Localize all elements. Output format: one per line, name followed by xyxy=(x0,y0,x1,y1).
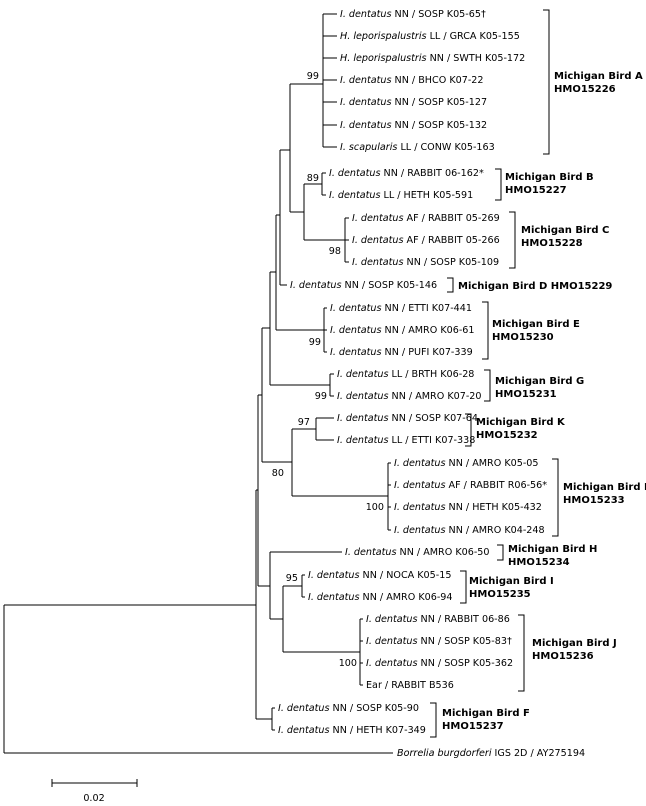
clade-labels: Michigan Bird A HMO15226 Michigan Bird B… xyxy=(442,71,646,732)
bootstrap-value: 80 xyxy=(272,468,284,479)
leaf-label: I. dentatus NN / BHCO K07-22 xyxy=(340,75,483,86)
leaf-label: I. dentatus NN / PUFI K07-339 xyxy=(330,347,473,358)
scale-bar: 0.02 xyxy=(51,779,138,804)
leaf-label: I. dentatus NN / SOSP K05-146 xyxy=(290,280,437,291)
leaf-label: I. dentatus LL / BRTH K06-28 xyxy=(337,369,474,380)
bootstrap-values: 99 89 98 99 99 97 80 100 95 100 xyxy=(272,71,384,669)
clade-bracket xyxy=(497,544,504,561)
bootstrap-value: 100 xyxy=(366,502,384,513)
clade-bracket xyxy=(484,369,491,402)
leaf-label: I. dentatus NN / AMRO K04-248 xyxy=(394,525,545,536)
leaf-label: I. dentatus NN / AMRO K06-94 xyxy=(308,592,453,603)
clade-label-f-accession: HMO15237 xyxy=(442,721,504,732)
leaf-label: I. dentatus NN / SOSP K07-64 xyxy=(337,413,478,424)
leaf-label: I. dentatus NN / SOSP K05-132 xyxy=(340,120,487,131)
clade-label-i: Michigan Bird I xyxy=(469,576,554,587)
clade-label-c-accession: HMO15228 xyxy=(521,238,583,249)
leaf-label: I. dentatus NN / HETH K05-432 xyxy=(394,502,542,513)
clade-label-h-accession: HMO15234 xyxy=(508,557,570,568)
clade-label-l-accession: HMO15233 xyxy=(563,495,625,506)
leaf-label: I. dentatus LL / HETH K05-591 xyxy=(329,190,473,201)
leaf-label: I. dentatus NN / AMRO K06-61 xyxy=(330,325,475,336)
bootstrap-value: 95 xyxy=(286,573,298,584)
clade-label-g: Michigan Bird G xyxy=(495,376,584,387)
bootstrap-value: 98 xyxy=(329,246,341,257)
leaf-label: I. dentatus NN / AMRO K06-50 xyxy=(345,547,490,558)
clade-bracket xyxy=(518,614,525,692)
clade-bracket xyxy=(509,211,516,269)
clade-label-b: Michigan Bird B xyxy=(505,172,594,183)
clade-bracket xyxy=(460,570,467,604)
bootstrap-value: 99 xyxy=(315,391,327,402)
leaf-label: I. dentatus NN / SOSP K05-109 xyxy=(352,257,499,268)
leaf-label: I. dentatus AF / RABBIT 05-269 xyxy=(352,213,500,224)
clade-label-j-accession: HMO15236 xyxy=(532,651,594,662)
clade-label-k-accession: HMO15232 xyxy=(476,430,538,441)
leaf-label: I. dentatus NN / ETTI K07-441 xyxy=(330,303,472,314)
clade-bracket xyxy=(447,277,454,293)
clade-label-j: Michigan Bird J xyxy=(532,638,617,649)
clade-label-e-accession: HMO15230 xyxy=(492,332,554,343)
leaf-label: H. leporispalustris NN / SWTH K05-172 xyxy=(340,53,525,64)
clade-bracket xyxy=(495,168,502,201)
bootstrap-value: 100 xyxy=(339,658,357,669)
clade-label-c: Michigan Bird C xyxy=(521,225,609,236)
leaf-label: I. dentatus NN / RABBIT 06-86 xyxy=(366,614,510,625)
tree-branches xyxy=(3,13,393,754)
leaf-label: I. dentatus LL / ETTI K07-338 xyxy=(337,435,475,446)
clade-label-e: Michigan Bird E xyxy=(492,319,580,330)
bootstrap-value: 97 xyxy=(298,417,310,428)
leaf-label: I. dentatus NN / AMRO K05-05 xyxy=(394,458,539,469)
clade-bracket xyxy=(465,413,472,447)
leaf-label: I. dentatus NN / SOSP K05-127 xyxy=(340,97,487,108)
clade-label-i-accession: HMO15235 xyxy=(469,589,531,600)
leaf-label: I. dentatus NN / AMRO K07-20 xyxy=(337,391,482,402)
clade-brackets xyxy=(430,9,559,738)
clade-bracket xyxy=(543,9,550,155)
clade-label-g-accession: HMO15231 xyxy=(495,389,557,400)
leaf-label: H. leporispalustris LL / GRCA K05-155 xyxy=(340,31,520,42)
leaf-label: I. dentatus NN / HETH K07-349 xyxy=(278,725,426,736)
leaf-labels: I. dentatus NN / SOSP K05-65† H. leporis… xyxy=(278,9,585,759)
bootstrap-value: 89 xyxy=(307,173,319,184)
clade-bracket xyxy=(430,702,437,738)
leaf-label: Ear / RABBIT B536 xyxy=(366,680,454,691)
clade-label-k: Michigan Bird K xyxy=(476,417,566,428)
leaf-label: I. dentatus NN / SOSP K05-65† xyxy=(340,9,486,20)
bootstrap-value: 99 xyxy=(307,71,319,82)
clade-bracket xyxy=(482,301,489,360)
leaf-label: I. dentatus NN / SOSP K05-83† xyxy=(366,636,512,647)
clade-label-h: Michigan Bird H xyxy=(508,544,597,555)
leaf-label: I. scapularis LL / CONW K05-163 xyxy=(340,142,495,153)
outgroup-label: Borrelia burgdorferi IGS 2D / AY275194 xyxy=(397,748,585,759)
clade-label-a: Michigan Bird A xyxy=(554,71,643,82)
clade-label-a-accession: HMO15226 xyxy=(554,84,616,95)
leaf-label: I. dentatus AF / RABBIT R06-56* xyxy=(394,480,547,491)
bootstrap-value: 99 xyxy=(309,337,321,348)
clade-label-b-accession: HMO15227 xyxy=(505,185,567,196)
clade-label-d: Michigan Bird D HMO15229 xyxy=(458,281,612,292)
leaf-label: I. dentatus AF / RABBIT 05-266 xyxy=(352,235,500,246)
scale-bar-label: 0.02 xyxy=(83,793,104,804)
clade-bracket xyxy=(552,458,559,537)
leaf-label: I. dentatus NN / SOSP K05-90 xyxy=(278,703,419,714)
leaf-label: I. dentatus NN / SOSP K05-362 xyxy=(366,658,513,669)
clade-label-l: Michigan Bird L xyxy=(563,482,646,493)
clade-label-f: Michigan Bird F xyxy=(442,708,530,719)
leaf-label: I. dentatus NN / NOCA K05-15 xyxy=(308,570,451,581)
leaf-label: I. dentatus NN / RABBIT 06-162* xyxy=(329,168,484,179)
